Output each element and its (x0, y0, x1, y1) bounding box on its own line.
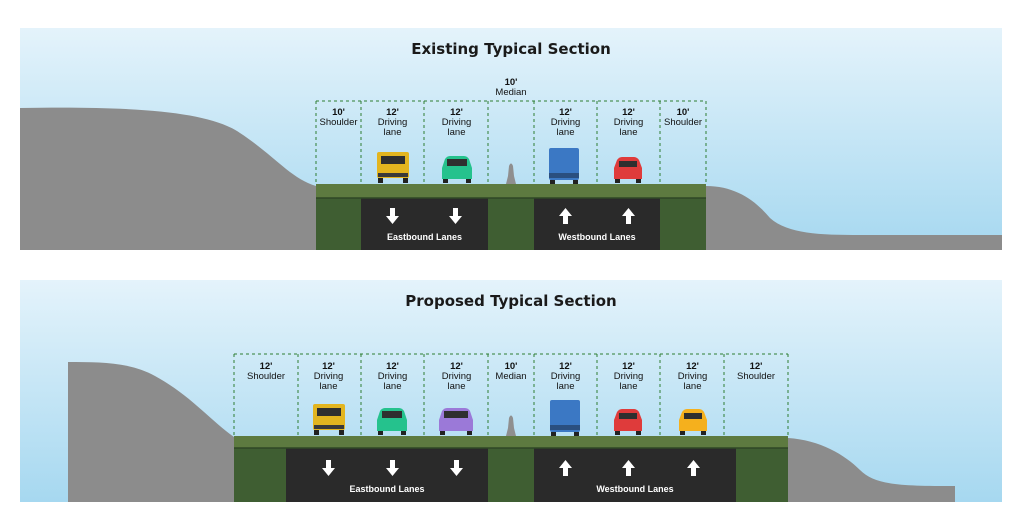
section-title: Existing Typical Section (411, 40, 611, 58)
existing-section-drawing (20, 28, 1002, 250)
car-icon (679, 409, 707, 435)
lane-label-driving: 12' Driving lane (371, 108, 414, 138)
road-deck (316, 184, 706, 198)
eastbound-arrow-icon (322, 460, 463, 476)
lane-label-driving: 12' Driving lane (307, 362, 350, 392)
lane-width: 10' (504, 77, 518, 88)
lane-label-driving: 12' Driving lane (544, 362, 587, 392)
eastbound-label: Eastbound Lanes (349, 484, 425, 494)
car-icon (439, 408, 473, 435)
lane-label-driving: 12' Driving lane (371, 362, 414, 392)
delivery-truck-icon (550, 400, 580, 436)
lane-width: 12' (749, 361, 763, 372)
lane-type: Driving lane (613, 117, 644, 138)
lane-type: Driving lane (313, 371, 344, 392)
lane-type: Driving lane (441, 117, 472, 138)
lane-type: Driving lane (377, 371, 408, 392)
delivery-truck-icon (549, 148, 579, 184)
lane-type: Driving lane (550, 371, 581, 392)
eastbound-pavement (361, 198, 488, 250)
median-barrier (506, 415, 516, 436)
median-barrier (506, 163, 516, 184)
existing-section-panel: Existing Typical Section 10' Median 10' … (20, 28, 1002, 250)
lane-label-shoulder: 12' Shoulder (234, 362, 298, 382)
lane-type: Shoulder (736, 371, 776, 382)
westbound-label: Westbound Lanes (558, 232, 636, 242)
car-icon (614, 409, 642, 435)
lane-label-shoulder: 12' Shoulder (724, 362, 788, 382)
lane-label-driving: 12' Driving lane (671, 362, 714, 392)
lane-dividers (315, 100, 707, 184)
moving-truck-icon (377, 152, 409, 183)
lane-width: 12' (322, 361, 335, 372)
lane-type: Median (495, 87, 527, 98)
moving-truck-icon (313, 404, 345, 435)
median-label: 10' Median (488, 362, 534, 382)
proposed-section-panel: Proposed Typical Section 12' Shoulder 12… (20, 280, 1002, 502)
westbound-pavement (534, 198, 660, 250)
lane-width: 12' (622, 361, 635, 372)
lane-label-driving: 12' Driving lane (607, 362, 650, 392)
lane-label-shoulder: 10' Shoulder (660, 108, 706, 128)
eastbound-pavement (286, 448, 488, 502)
car-icon (377, 408, 407, 435)
westbound-arrow-icon (559, 208, 635, 224)
lane-type: Driving lane (377, 117, 408, 138)
lane-type: Shoulder (246, 371, 286, 382)
lane-dividers (233, 353, 789, 436)
lane-width: 12' (559, 361, 572, 372)
median-label: 10' Median (488, 78, 534, 98)
lane-label-driving: 12' Driving lane (544, 108, 587, 138)
lane-width: 12' (259, 361, 273, 372)
westbound-label: Westbound Lanes (596, 484, 674, 494)
lane-width: 12' (450, 361, 463, 372)
lane-width: 12' (686, 361, 699, 372)
lane-width: 12' (386, 361, 399, 372)
eastbound-label: Eastbound Lanes (386, 232, 462, 242)
lane-label-driving: 12' Driving lane (435, 108, 478, 138)
section-title: Proposed Typical Section (405, 292, 617, 310)
lane-width: 12' (450, 107, 463, 118)
lane-label-driving: 12' Driving lane (607, 108, 650, 138)
right-embankment (788, 438, 955, 502)
lane-type: Median (495, 371, 527, 382)
car-icon (442, 156, 472, 183)
lane-type: Driving lane (441, 371, 472, 392)
lane-width: 10' (676, 107, 690, 118)
left-embankment (68, 362, 234, 502)
lane-label-driving: 12' Driving lane (435, 362, 478, 392)
lane-width: 10' (332, 107, 345, 118)
proposed-section-drawing (20, 280, 1002, 502)
lane-type: Shoulder (663, 117, 703, 128)
lane-width: 12' (622, 107, 635, 118)
lane-type: Driving lane (677, 371, 708, 392)
lane-type: Driving lane (613, 371, 644, 392)
lane-width: 10' (504, 361, 518, 372)
lane-width: 12' (559, 107, 572, 118)
eastbound-arrow-icon (386, 208, 462, 224)
lane-label-shoulder: 10' Shoulder (316, 108, 361, 128)
right-embankment (706, 186, 1002, 250)
lane-width: 12' (386, 107, 399, 118)
left-embankment (20, 107, 316, 250)
lane-type: Shoulder (319, 117, 358, 128)
lane-type: Driving lane (550, 117, 581, 138)
car-icon (614, 157, 642, 183)
westbound-arrow-icon (559, 460, 700, 476)
road-deck (234, 436, 788, 448)
